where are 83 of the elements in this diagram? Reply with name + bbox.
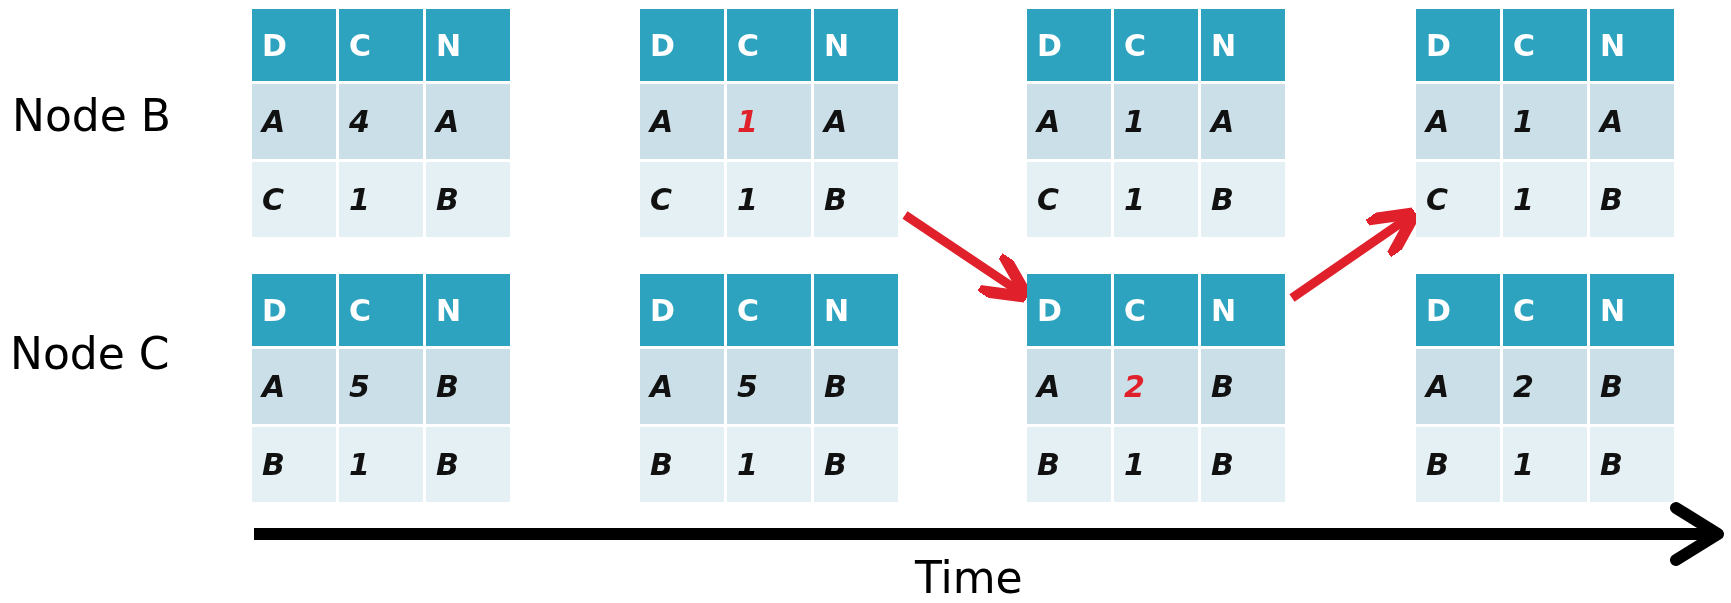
table-cell: B [1201, 162, 1285, 237]
table-cell: B [426, 349, 510, 424]
table-cell: 1 [1114, 84, 1198, 159]
column-header-cell: C [1114, 274, 1198, 346]
table-cell: B [252, 427, 336, 502]
column-header-cell: N [1201, 274, 1285, 346]
table-cell: A [1416, 349, 1500, 424]
table-cell: 1 [339, 162, 423, 237]
axis-label: Time [915, 552, 1023, 603]
table-cell: B [1590, 427, 1674, 502]
table-cell: B [426, 162, 510, 237]
column-header-cell: C [339, 274, 423, 346]
routing-table [640, 9, 898, 237]
column-header-cell: N [1590, 9, 1674, 81]
table-cell: A [1201, 84, 1285, 159]
table-cell: 1 [727, 84, 811, 159]
table-cell: 1 [339, 427, 423, 502]
table-cell: C [252, 162, 336, 237]
table-cell: B [426, 427, 510, 502]
column-header-cell: N [814, 9, 898, 81]
table-cell: 1 [1503, 84, 1587, 159]
table-cell: A [1590, 84, 1674, 159]
table-cell: A [640, 84, 724, 159]
table-cell: A [426, 84, 510, 159]
column-header-cell: N [1201, 9, 1285, 81]
table-cell: 1 [727, 162, 811, 237]
column-header-cell: C [1503, 274, 1587, 346]
table-cell: 1 [1503, 427, 1587, 502]
column-header-cell: D [1027, 274, 1111, 346]
column-header-cell: C [1114, 9, 1198, 81]
routing-table [640, 274, 898, 502]
table-cell: B [1590, 162, 1674, 237]
table-cell: B [640, 427, 724, 502]
table-cell: B [1590, 349, 1674, 424]
column-header-cell: N [1590, 274, 1674, 346]
table-cell: 2 [1114, 349, 1198, 424]
routing-table [252, 9, 510, 237]
table-cell: 1 [727, 427, 811, 502]
table-cell: 1 [1114, 162, 1198, 237]
routing-table [1416, 9, 1674, 237]
column-header-cell: D [1416, 274, 1500, 346]
column-header-cell: N [814, 274, 898, 346]
table-cell: A [1027, 349, 1111, 424]
table-cell: A [640, 349, 724, 424]
table-cell: B [1416, 427, 1500, 502]
column-header-cell: D [1416, 9, 1500, 81]
table-cell: B [1201, 427, 1285, 502]
table-cell: A [1416, 84, 1500, 159]
column-header-cell: C [339, 9, 423, 81]
table-cell: B [1201, 349, 1285, 424]
routing-table [1416, 274, 1674, 502]
column-header-cell: C [727, 9, 811, 81]
table-cell: A [1027, 84, 1111, 159]
column-header-cell: D [252, 274, 336, 346]
routing-table [1027, 9, 1285, 237]
routing-table [252, 274, 510, 502]
table-cell: B [814, 349, 898, 424]
table-cell: C [640, 162, 724, 237]
column-header-cell: C [727, 274, 811, 346]
column-header-cell: C [1503, 9, 1587, 81]
table-cell: A [814, 84, 898, 159]
column-header-cell: D [252, 9, 336, 81]
row-label: Node C [10, 328, 170, 379]
table-cell: C [1027, 162, 1111, 237]
routing-table [1027, 274, 1285, 502]
table-cell: 5 [339, 349, 423, 424]
column-header-cell: D [640, 9, 724, 81]
table-cell: 4 [339, 84, 423, 159]
table-cell: A [252, 84, 336, 159]
column-header-cell: D [1027, 9, 1111, 81]
table-cell: B [814, 162, 898, 237]
column-header-cell: D [640, 274, 724, 346]
table-cell: C [1416, 162, 1500, 237]
table-cell: 1 [1503, 162, 1587, 237]
column-header-cell: N [426, 9, 510, 81]
row-label: Node B [12, 90, 171, 141]
table-cell: B [814, 427, 898, 502]
table-cell: 2 [1503, 349, 1587, 424]
table-cell: 1 [1114, 427, 1198, 502]
table-cell: B [1027, 427, 1111, 502]
table-cell: 5 [727, 349, 811, 424]
column-header-cell: N [426, 274, 510, 346]
table-cell: A [252, 349, 336, 424]
